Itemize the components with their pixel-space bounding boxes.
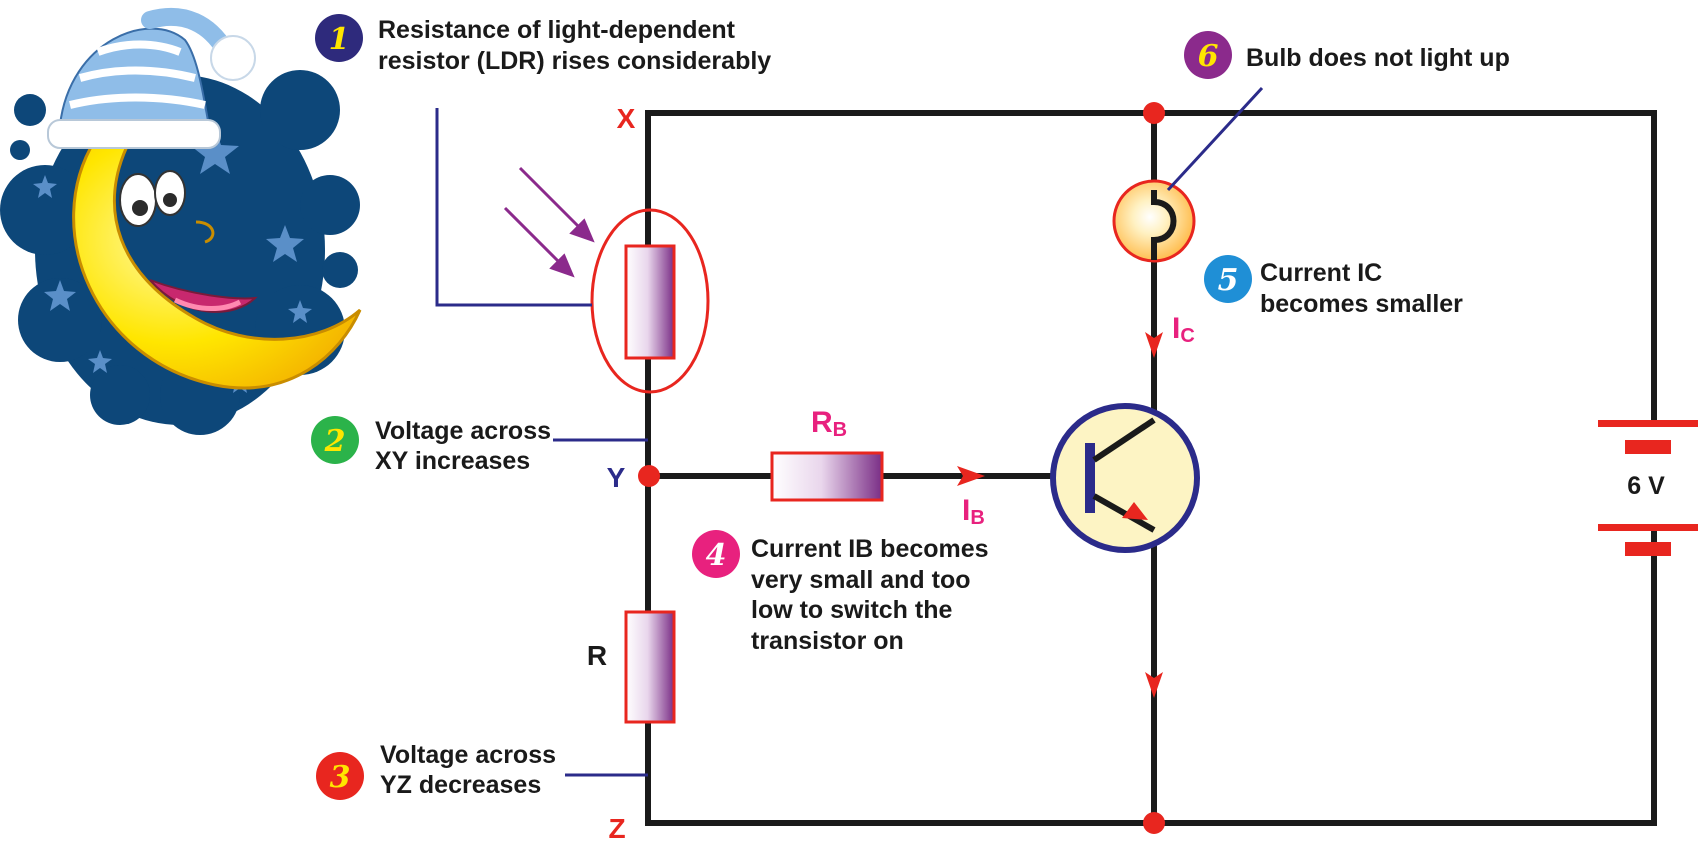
ldr-highlight-ring	[590, 208, 710, 394]
annotation-4-line-3: low to switch the	[751, 596, 952, 624]
annotation-5-line-1: Current IC	[1260, 259, 1382, 287]
step-badge-1	[315, 14, 363, 62]
node-dots	[638, 102, 1165, 834]
ib-label: IB	[962, 494, 985, 529]
ldr-resistor	[624, 244, 676, 360]
annotation-4-line-2: very small and too	[751, 566, 971, 594]
battery-cell-icon	[1598, 420, 1698, 556]
rb-resistor	[770, 451, 884, 502]
step-badge-5	[1204, 255, 1252, 303]
annotation-2-line-1: Voltage across	[375, 417, 551, 445]
node-dot-y	[638, 465, 660, 487]
node-label-z: Z	[608, 813, 625, 844]
annotation-3: 3 Voltage across YZ decreases	[316, 741, 556, 800]
battery-voltage-label: 6 V	[1627, 472, 1665, 500]
npn-transistor-icon	[1050, 403, 1200, 553]
node-dot-top	[1143, 102, 1165, 124]
rb-label: RB	[811, 406, 847, 441]
step-badge-2	[311, 416, 359, 464]
annotation-6: 6 Bulb does not light up	[1184, 31, 1510, 79]
step-number-6: 6	[1198, 39, 1219, 74]
step-badge-6	[1184, 31, 1232, 79]
light-ray-arrows-icon	[503, 166, 595, 278]
annotation-1-line-1: Resistance of light-dependent	[378, 16, 736, 44]
step-number-5: 5	[1218, 263, 1239, 298]
step-number-1: 1	[329, 22, 350, 57]
r-resistor	[624, 610, 676, 724]
node-label-x: X	[617, 103, 636, 134]
sleeping-moon-icon	[0, 7, 362, 435]
light-bulb-icon	[1112, 179, 1196, 263]
r-label: R	[587, 640, 607, 671]
node-label-y: Y	[607, 462, 626, 493]
annotation-4-line-4: transistor on	[751, 627, 904, 655]
ib-arrow-icon	[957, 466, 985, 486]
step-number-2: 2	[324, 424, 346, 459]
step-number-4: 4	[706, 538, 727, 573]
step-badge-3	[316, 752, 364, 800]
step-number-3: 3	[330, 760, 351, 795]
annotation-4-line-1: Current IB becomes	[751, 535, 989, 563]
annotation-5: 5 Current IC becomes smaller	[1204, 255, 1463, 318]
node-dot-bottom	[1143, 812, 1165, 834]
annotation-2-line-2: XY increases	[375, 447, 530, 475]
ic-label: IC	[1172, 312, 1195, 347]
annotation-4: 4 Current IB becomes very small and too …	[692, 530, 989, 655]
annotation-2: 2 Voltage across XY increases	[311, 416, 551, 475]
annotation-3-line-1: Voltage across	[380, 741, 556, 769]
leader-lines	[435, 86, 1264, 777]
ie-arrow-icon	[1145, 672, 1163, 698]
annotation-1-line-2: resistor (LDR) rises considerably	[378, 47, 771, 75]
ic-arrow-icon	[1145, 332, 1163, 358]
annotation-5-line-2: becomes smaller	[1260, 290, 1463, 318]
annotation-3-line-2: YZ decreases	[380, 771, 541, 799]
current-arrows	[957, 332, 1163, 698]
step-badge-4	[692, 530, 740, 578]
annotation-1: 1 Resistance of light-dependent resistor…	[315, 14, 771, 75]
annotation-6-line-1: Bulb does not light up	[1246, 44, 1510, 72]
